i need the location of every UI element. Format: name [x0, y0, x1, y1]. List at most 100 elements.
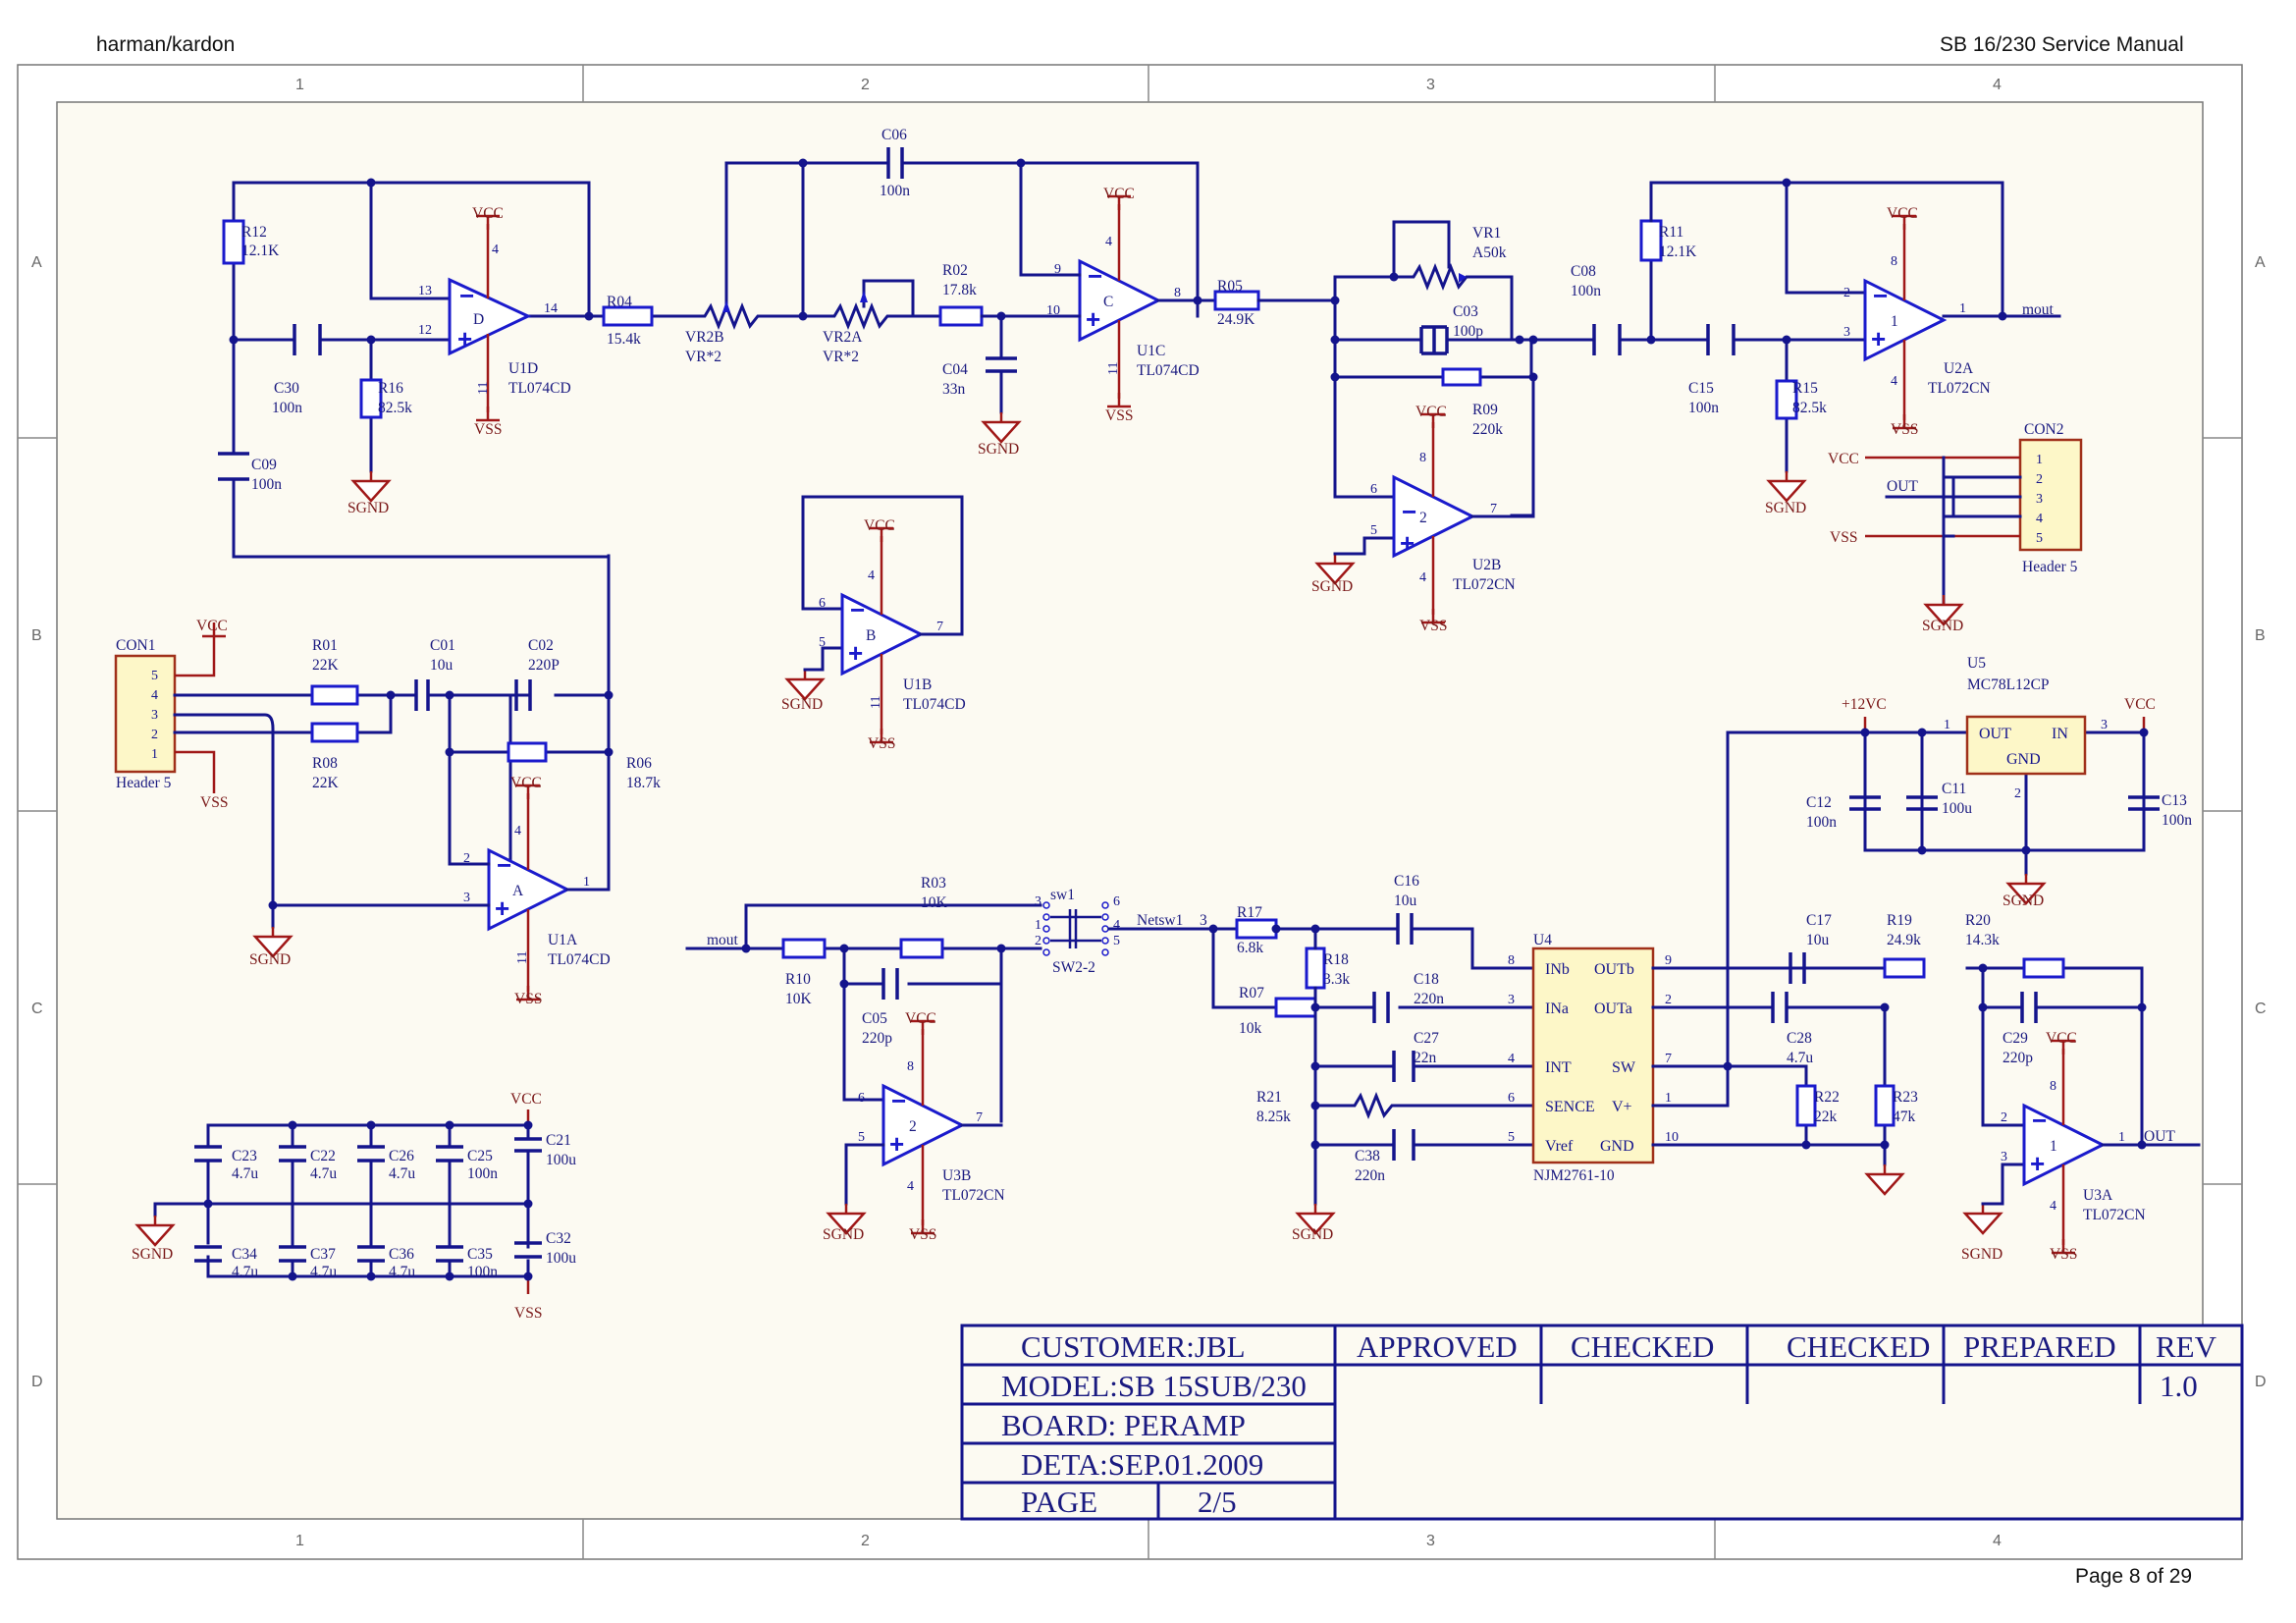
r11-resistor — [1639, 219, 1663, 262]
c13-value: 100n — [2162, 812, 2192, 829]
sgnd-label-r15: SGND — [1765, 500, 1806, 516]
r20-value: 14.3k — [1965, 932, 2000, 948]
title-rev-label: REV — [2156, 1329, 2217, 1364]
sgnd-label-u1d: SGND — [347, 500, 389, 516]
u2b-pin5: 5 — [1370, 523, 1377, 538]
vr1-value: A50k — [1472, 244, 1507, 261]
u4-pin4: 4 — [1508, 1052, 1515, 1066]
r02-resistor — [938, 305, 984, 327]
r23-resistor — [1874, 1084, 1896, 1127]
r19-value: 24.9k — [1887, 932, 1921, 948]
c32-ref: C32 — [546, 1230, 571, 1247]
u1d-pin14: 14 — [544, 301, 558, 316]
u1c-stage: − + C 9 10 8 4 11 U1C TL074CD VCC VSS R0… — [1046, 161, 1337, 424]
u1a-pin2: 2 — [463, 851, 470, 866]
c12-value: 100n — [1806, 814, 1837, 831]
vr2b-value: VR*2 — [685, 349, 721, 365]
u1a-plus-sign: + — [495, 893, 509, 923]
c09-ref: C09 — [251, 457, 277, 473]
u1b-plus-sign: + — [848, 638, 863, 668]
vcc-label-u3b: VCC — [905, 1010, 936, 1027]
sw-pin2: 2 — [1035, 934, 1041, 948]
vss-label-u1c: VSS — [1105, 407, 1133, 424]
con2-header — [2018, 438, 2083, 552]
u1c-minus-sign: − — [1088, 261, 1102, 291]
vcc-label-con2: VCC — [1828, 451, 1859, 467]
title-page-label: PAGE — [1021, 1485, 1097, 1519]
r18-resistor — [1305, 947, 1326, 990]
vcc-label-decoupling: VCC — [510, 1091, 542, 1108]
u1b-stage: − + B 6 5 7 4 11 U1B TL074CD VCC VSS SGN… — [781, 495, 966, 752]
sw-pin5: 5 — [1113, 934, 1120, 948]
u2a-unit: 1 — [1891, 313, 1898, 330]
c28-value: 4.7u — [1787, 1050, 1813, 1066]
u4-pin-vref: Vref — [1545, 1138, 1574, 1155]
title-rev-value: 1.0 — [2160, 1369, 2198, 1403]
r07-ref: R07 — [1239, 985, 1264, 1001]
title-checked-1: CHECKED — [1571, 1329, 1714, 1364]
c38-value: 220n — [1355, 1167, 1385, 1184]
u1d-unit: D — [473, 311, 484, 328]
u3a-pin2: 2 — [2001, 1110, 2007, 1125]
vss-label-u3b: VSS — [909, 1226, 936, 1243]
r15-ref: R15 — [1792, 380, 1818, 397]
r09-ref: R09 — [1472, 402, 1498, 418]
title-page-value: 2/5 — [1198, 1485, 1237, 1519]
vss-label-u1b: VSS — [868, 735, 895, 752]
u2b-pin7: 7 — [1490, 502, 1497, 516]
vss-label-u2b: VSS — [1419, 618, 1447, 634]
vss-label-u2a: VSS — [1891, 421, 1918, 438]
u1d-pin13: 13 — [418, 284, 432, 298]
r21-ref: R21 — [1256, 1089, 1282, 1106]
u1d-part: TL074CD — [508, 380, 571, 397]
zone-row-a-left: A — [31, 254, 42, 271]
u4-pin-ina: INa — [1545, 1001, 1569, 1017]
vss-label-u3a: VSS — [2050, 1246, 2077, 1263]
zone-row-a-right: A — [2255, 254, 2266, 271]
c29-value: 220p — [2002, 1050, 2033, 1066]
r16-resistor — [359, 378, 383, 419]
r08-ref: R08 — [312, 755, 338, 772]
zone-col-2-top: 2 — [861, 77, 870, 93]
c04-ref: C04 — [942, 361, 968, 378]
r12-resistor — [222, 219, 245, 265]
r01-resistor — [310, 684, 359, 706]
u3a-pin8: 8 — [2050, 1079, 2056, 1094]
u1c-part: TL074CD — [1137, 362, 1200, 379]
c02-ref: C02 — [528, 637, 554, 654]
u2b-pin8: 8 — [1419, 451, 1426, 465]
u2a-stage: C08 100n R11 12.1K C15 100n R15 82.5k SG… — [1531, 178, 2061, 516]
vr2-volume-stage: VR2B VR*2 VR2A VR*2 C06 100n R02 17.8k C… — [685, 127, 1200, 458]
c01-ref: C01 — [430, 637, 455, 654]
u4-pin5: 5 — [1508, 1130, 1515, 1145]
r17-resistor — [1235, 918, 1278, 940]
r03-value: 10K — [921, 894, 948, 911]
c27-ref: C27 — [1414, 1030, 1439, 1047]
c25-value: 100n — [467, 1165, 498, 1182]
u4-stage: R17 6.8k R18 3.3k R07 10k R21 8.25k C16 … — [1235, 730, 1887, 1243]
u4-pin-int: INT — [1545, 1059, 1572, 1076]
netsw1-label: Netsw1 — [1137, 912, 1183, 929]
zone-col-3-top: 3 — [1426, 77, 1435, 93]
u1b-part: TL074CD — [903, 696, 966, 713]
vr1-ref: VR1 — [1472, 225, 1501, 242]
r10-ref: R10 — [785, 971, 811, 988]
r01-ref: R01 — [312, 637, 338, 654]
c32-value: 100u — [546, 1250, 576, 1267]
c17-value: 10u — [1806, 932, 1830, 948]
title-approved: APPROVED — [1357, 1329, 1518, 1364]
r03-ref: R03 — [921, 875, 946, 892]
u4-pin-vplus: V+ — [1612, 1099, 1632, 1115]
u1b-pin4: 4 — [868, 568, 875, 583]
r06-value: 18.7k — [626, 775, 661, 791]
c13-ref: C13 — [2162, 792, 2187, 809]
sgnd-label-con2: SGND — [1922, 618, 1963, 634]
r20-resistor — [2022, 957, 2065, 979]
con1-ref: CON1 — [116, 637, 155, 654]
r06-ref: R06 — [626, 755, 652, 772]
sgnd-label-u5: SGND — [2002, 893, 2044, 909]
con1-pin3: 3 — [151, 708, 158, 723]
u2b-pin6: 6 — [1370, 482, 1377, 497]
con1-header — [114, 654, 177, 774]
